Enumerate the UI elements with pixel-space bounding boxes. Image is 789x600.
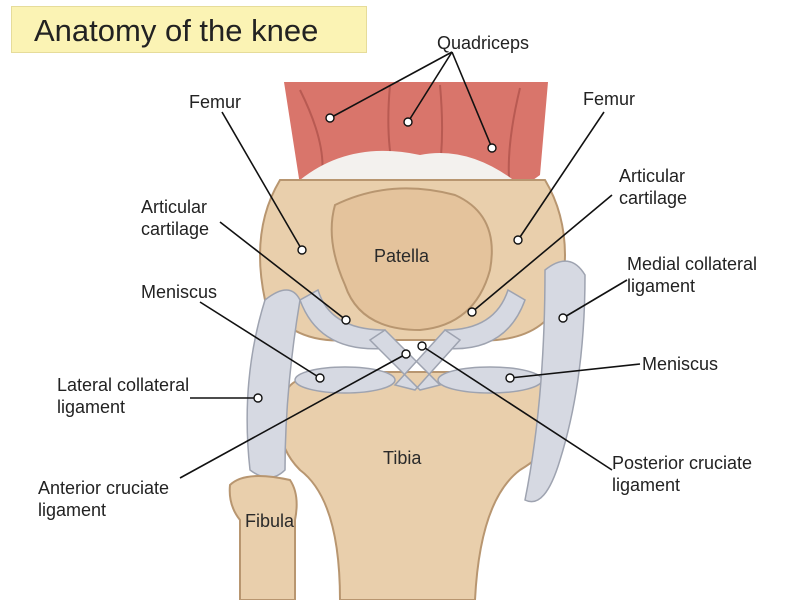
meniscus-label-left: Meniscus	[141, 281, 217, 303]
femur-label-left: Femur	[189, 91, 241, 113]
articular-cartilage-right-line1: Articular	[619, 165, 687, 187]
anterior-cruciate-line1: Anterior cruciate	[38, 477, 169, 499]
quadriceps-label: Quadriceps	[437, 32, 529, 54]
posterior-cruciate-line2: ligament	[612, 474, 752, 496]
femur-label-right: Femur	[583, 88, 635, 110]
medial-collateral-line1: Medial collateral	[627, 253, 757, 275]
fibula-bone	[230, 476, 297, 600]
posterior-cruciate-label: Posterior cruciate ligament	[612, 452, 752, 496]
meniscus-label-right: Meniscus	[642, 353, 718, 375]
lateral-collateral-line1: Lateral collateral	[57, 374, 189, 396]
fibula-label: Fibula	[245, 511, 294, 532]
meniscus-shape-right	[438, 367, 542, 393]
lateral-collateral-label: Lateral collateral ligament	[57, 374, 189, 418]
articular-cartilage-left-line1: Articular	[141, 196, 209, 218]
medial-collateral-label: Medial collateral ligament	[627, 253, 757, 297]
anterior-cruciate-line2: ligament	[38, 499, 169, 521]
articular-cartilage-left-line2: cartilage	[141, 218, 209, 240]
anterior-cruciate-label: Anterior cruciate ligament	[38, 477, 169, 521]
tibia-label: Tibia	[383, 448, 421, 469]
articular-cartilage-label-right: Articular cartilage	[619, 165, 687, 209]
articular-cartilage-label-left: Articular cartilage	[141, 196, 209, 240]
posterior-cruciate-line1: Posterior cruciate	[612, 452, 752, 474]
patella-label: Patella	[374, 246, 429, 267]
medial-collateral-line2: ligament	[627, 275, 757, 297]
tibia-bone	[280, 372, 562, 600]
lateral-collateral-line2: ligament	[57, 396, 189, 418]
articular-cartilage-right-line2: cartilage	[619, 187, 687, 209]
